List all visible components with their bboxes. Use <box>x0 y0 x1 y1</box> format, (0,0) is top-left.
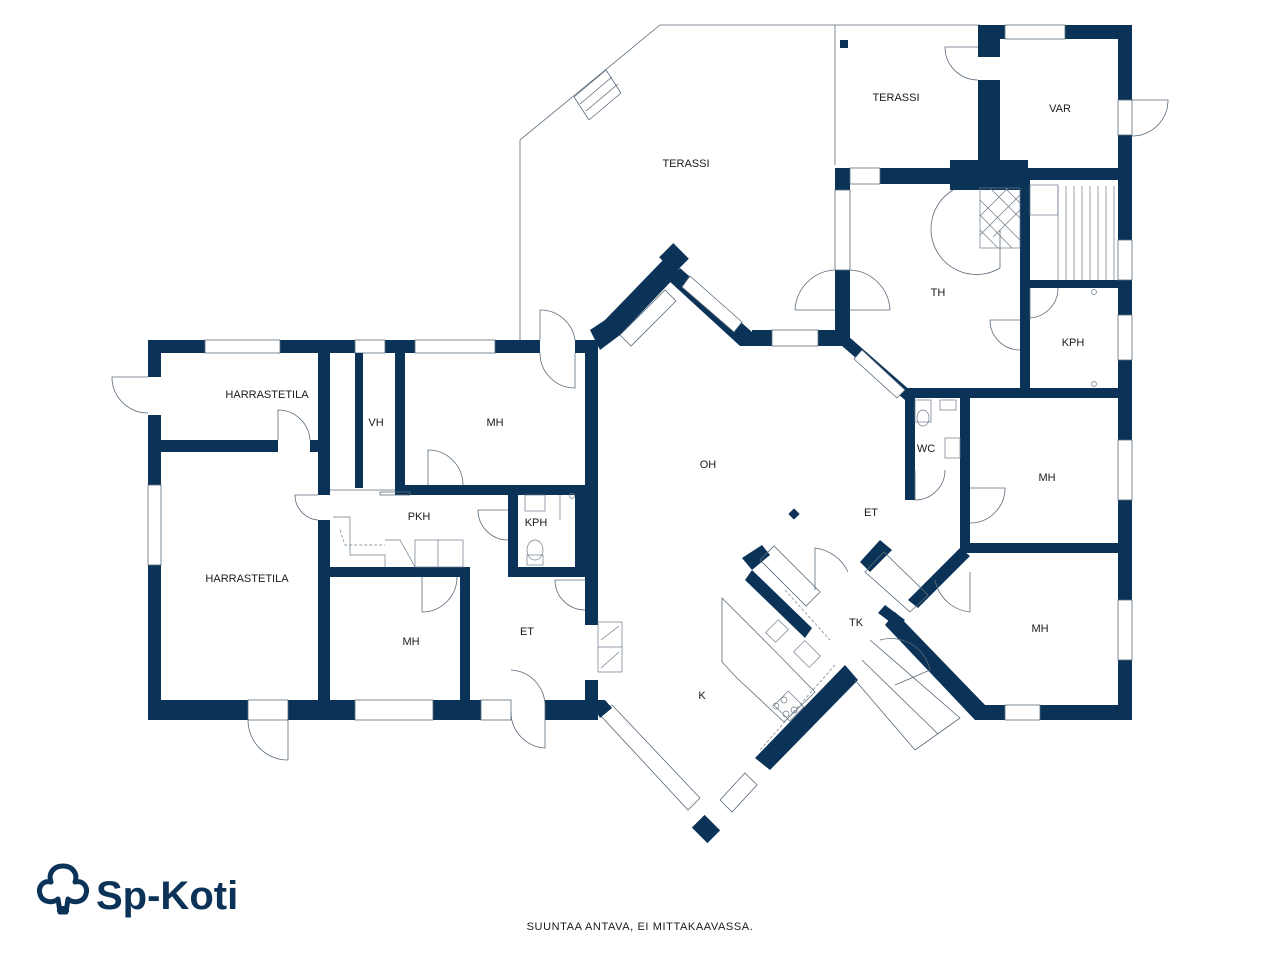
room-pkh: PKH <box>408 511 431 523</box>
room-mh-bottom-left: MH <box>402 636 419 648</box>
room-k: K <box>698 690 706 702</box>
room-labels: TERASSI TERASSI VAR TH KPH HARRASTETILA … <box>205 92 1084 702</box>
walls-right-rooms <box>885 398 1133 721</box>
sauna-benches <box>1057 186 1115 280</box>
walls-top-right <box>835 25 1132 190</box>
room-mh-right-lower: MH <box>1031 623 1048 635</box>
terrace-steps <box>573 69 622 121</box>
room-et-right: ET <box>864 507 878 519</box>
room-harrastetila-top: HARRASTETILA <box>225 389 309 401</box>
doors-top-right <box>944 46 1169 137</box>
walls-central <box>554 340 623 720</box>
room-harrastetila-bottom: HARRASTETILA <box>205 573 289 585</box>
room-terassi-small: TERASSI <box>872 92 919 104</box>
terrace-outline <box>519 24 980 340</box>
footnote: SUUNTAA ANTAVA, EI MITTAKAAVASSA. <box>527 921 754 933</box>
walls-sauna-kph <box>905 180 1132 400</box>
room-mh-right-upper: MH <box>1038 472 1055 484</box>
room-kph-right: KPH <box>1062 337 1085 349</box>
walls-living <box>590 243 912 400</box>
room-mh-top: MH <box>486 417 503 429</box>
walls-th <box>794 184 891 340</box>
room-th: TH <box>931 287 946 299</box>
sauna-details <box>930 184 1133 387</box>
room-vh: VH <box>368 417 383 429</box>
room-var: VAR <box>1049 103 1071 115</box>
walls-wc <box>905 388 1006 524</box>
room-oh: OH <box>700 459 717 471</box>
room-et-left: ET <box>520 626 534 638</box>
room-wc: WC <box>917 443 935 455</box>
room-terassi-main: TERASSI <box>662 158 709 170</box>
windows-top-right <box>849 24 1133 185</box>
walls-kitchen-diagonal <box>590 508 961 844</box>
brand-name: Sp-Koti <box>96 874 238 918</box>
room-kph-left: KPH <box>525 517 548 529</box>
walls-left-wing <box>111 309 598 761</box>
sp-koti-tree-logo-icon <box>37 863 89 915</box>
room-tk: TK <box>849 617 864 629</box>
